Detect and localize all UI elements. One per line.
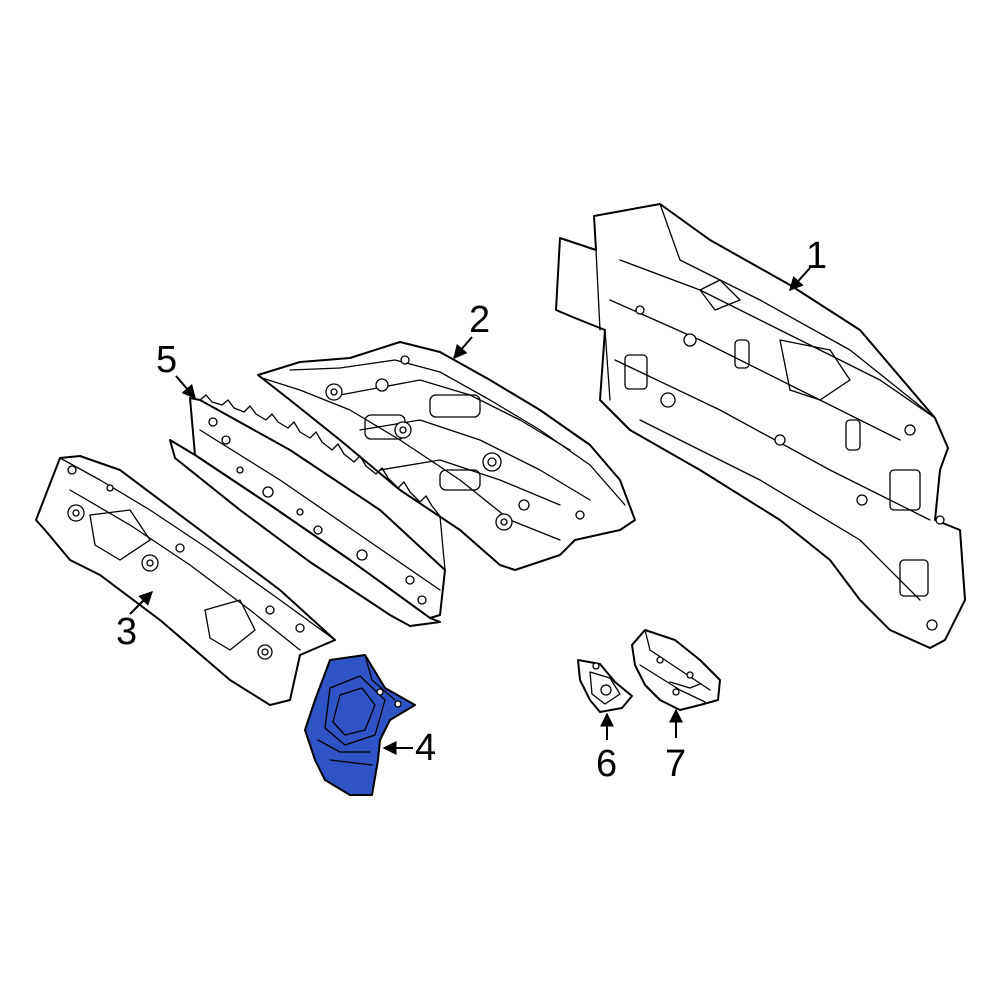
part-3-cross-panel[interactable]: [35, 455, 336, 706]
leader-5: [175, 375, 196, 400]
callout-7: 7: [665, 743, 686, 785]
part-2-floor-pan[interactable]: [257, 341, 636, 571]
leader-1: [789, 267, 811, 292]
callout-6: 6: [596, 743, 617, 785]
callout-3: 3: [116, 611, 137, 653]
callout-5: 5: [156, 339, 177, 381]
part-4-bracket-highlighted[interactable]: [304, 654, 416, 796]
callout-2: 2: [469, 299, 490, 341]
callout-4: 4: [415, 727, 436, 769]
part-7-bracket[interactable]: [631, 629, 721, 711]
part-5-cross-member[interactable]: [169, 394, 446, 627]
part-6-small-bracket[interactable]: [577, 659, 633, 713]
part-1-rear-panel[interactable]: [555, 203, 966, 649]
callout-1: 1: [806, 235, 827, 277]
leader-2: [453, 336, 473, 360]
leader-3: [129, 591, 153, 615]
